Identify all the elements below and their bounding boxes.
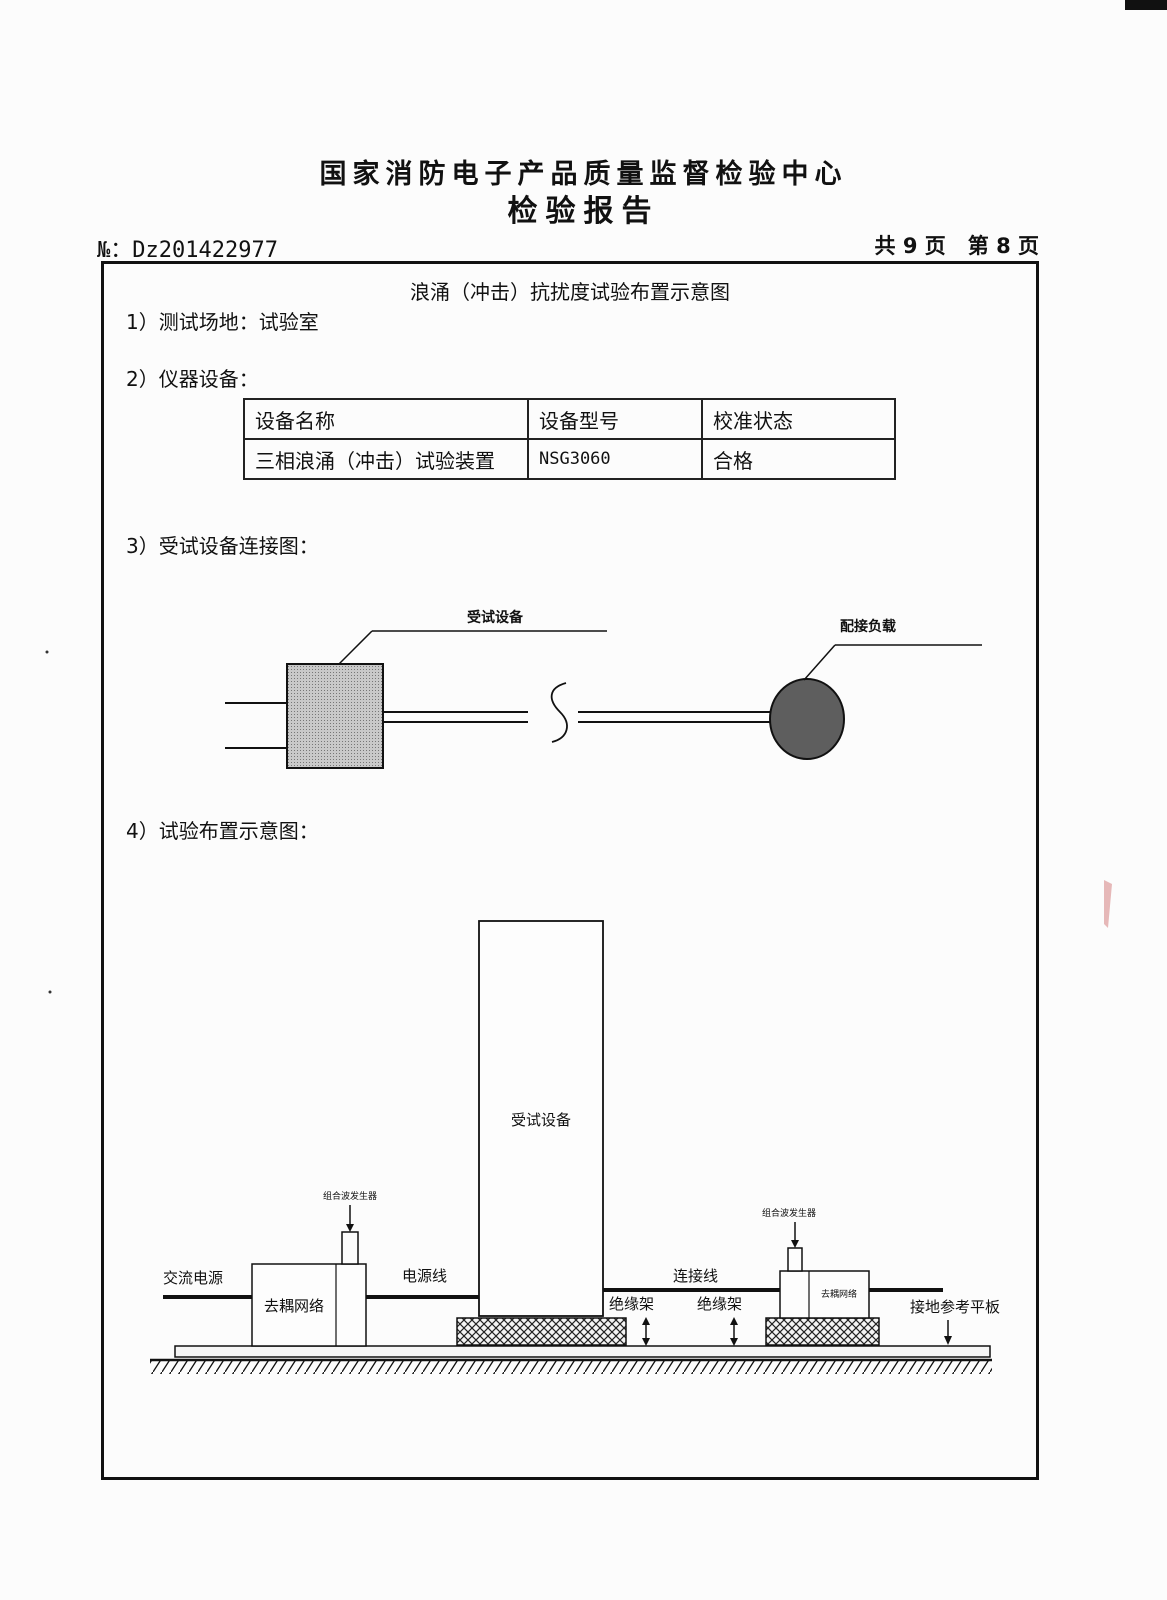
insulation-right-label: 绝缘架: [697, 1295, 742, 1313]
document-title: 检验报告: [507, 194, 660, 229]
header-cell: 校准状态: [701, 398, 896, 440]
height-arrowheads-left: [642, 1317, 650, 1346]
height-arrowheads-right: [730, 1317, 738, 1346]
eut-box: [286, 663, 384, 769]
header-cell: 设备名称: [243, 398, 529, 440]
page-counter: 共 9 页第 8 页: [853, 230, 1039, 260]
table-cell: 三相浪涌（冲击）试验装置: [243, 438, 529, 480]
cdn-right-label: 去耦网络: [821, 1288, 857, 1300]
ground-plane: [174, 1345, 991, 1358]
generator-right-box: [787, 1247, 803, 1272]
header-cell: 设备型号: [527, 398, 703, 440]
load-leader-line: [803, 644, 836, 681]
current-page: 第 8 页: [967, 234, 1039, 258]
break-symbol: [550, 682, 568, 743]
insulation-left-label: 绝缘架: [609, 1295, 654, 1313]
red-mark: [1104, 880, 1112, 928]
table-cell: NSG3060: [527, 438, 703, 480]
load-label: 配接负载: [840, 618, 896, 635]
table-cell: 合格: [701, 438, 896, 480]
cdn-right-box: [779, 1270, 870, 1319]
cdn-left-box: [251, 1263, 367, 1347]
ac-power-label: 交流电源: [163, 1269, 223, 1287]
layout-eut-box: [478, 920, 604, 1317]
report-number: №：Dz201422977: [97, 238, 278, 263]
table-row: 三相浪涌（冲击）试验装置 NSG3060 合格: [243, 438, 896, 480]
org-title: 国家消防电子产品质量监督检验中心: [319, 159, 848, 190]
cdn-left-label: 去耦网络: [264, 1297, 324, 1315]
connection-diagram: 受试设备 配接负载: [225, 609, 982, 769]
connect-line-label: 连接线: [673, 1267, 718, 1285]
eut-leader-line: [338, 630, 373, 665]
table-header-row: 设备名称 设备型号 校准状态: [243, 398, 896, 440]
generator-left-label: 组合波发生器: [323, 1190, 377, 1202]
generator-right-label: 组合波发生器: [762, 1207, 816, 1219]
load-circle: [769, 678, 845, 760]
insulation-support-left: [456, 1317, 627, 1346]
power-line-label: 电源线: [402, 1267, 447, 1285]
equipment-table: 设备名称 设备型号 校准状态 三相浪涌（冲击）试验装置 NSG3060 合格: [243, 398, 896, 480]
layout-eut-label: 受试设备: [511, 1111, 571, 1129]
ground-plane-label: 接地参考平板: [910, 1298, 1000, 1316]
section-title: 浪涌（冲击）抗扰度试验布置示意图: [410, 280, 730, 304]
insulation-support-right: [765, 1317, 880, 1346]
item-connection-diagram: 3）受试设备连接图：: [126, 534, 319, 558]
generator-left-box: [341, 1231, 359, 1265]
ground-plane-pointer-head: [944, 1336, 952, 1345]
item-layout-diagram: 4）试验布置示意图：: [126, 819, 319, 843]
total-pages: 共 9 页: [874, 234, 946, 258]
generator-left-arrowhead: [346, 1224, 354, 1232]
eut-label: 受试设备: [467, 609, 524, 626]
generator-right-arrowhead: [791, 1240, 799, 1248]
scan-corner-mark: [1125, 0, 1167, 10]
item-test-site: 1）测试场地：试验室: [126, 310, 319, 334]
report-frame: [101, 261, 1039, 1480]
layout-diagram: 受试设备 去耦网络 组合波发生器 去耦网络 组合波发生器 交流电源 电源线 连接…: [150, 920, 1000, 1374]
ground-hatch: [150, 1361, 992, 1374]
scan-specks: [45, 650, 1112, 994]
item-instruments: 2）仪器设备：: [126, 367, 259, 391]
